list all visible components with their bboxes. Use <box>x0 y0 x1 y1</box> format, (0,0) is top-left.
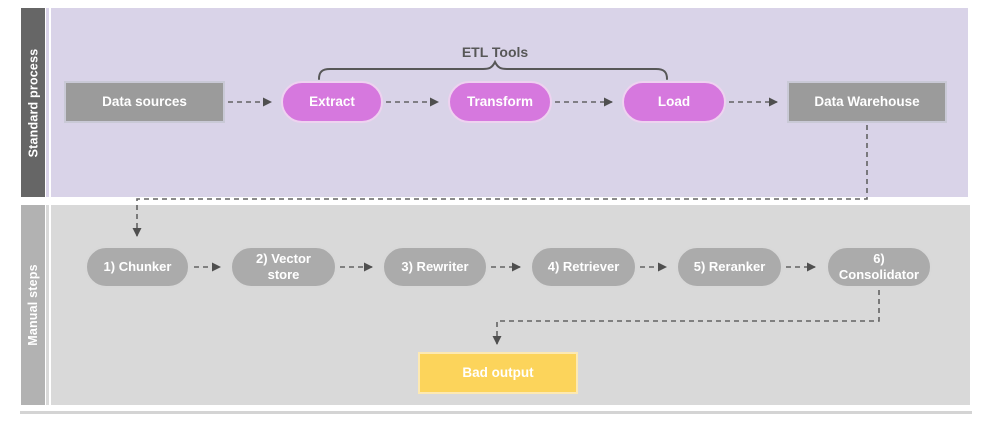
node-reranker: 5) Reranker <box>676 246 783 288</box>
node-rewriter: 3) Rewriter <box>382 246 488 288</box>
node-data-warehouse: Data Warehouse <box>787 81 947 123</box>
etl-tools-label: ETL Tools <box>461 44 529 60</box>
lane-label-standard-process: Standard process <box>21 8 45 197</box>
lane-strip-standard-process <box>46 8 49 197</box>
node-retriever: 4) Retriever <box>530 246 637 288</box>
lane-label-manual-steps: Manual steps <box>21 205 45 405</box>
node-data-sources: Data sources <box>64 81 225 123</box>
node-chunker: 1) Chunker <box>85 246 190 288</box>
node-transform: Transform <box>448 81 552 123</box>
node-load: Load <box>622 81 726 123</box>
lane-label-manual-steps-text: Manual steps <box>26 264 40 346</box>
node-consolidator: 6) Consolidator <box>826 246 932 288</box>
bottom-separator-line <box>20 411 972 414</box>
node-extract: Extract <box>281 81 383 123</box>
lane-strip-manual-steps <box>46 205 49 405</box>
node-vector-store: 2) Vector store <box>230 246 337 288</box>
lane-label-standard-process-text: Standard process <box>26 48 41 157</box>
node-bad-output: Bad output <box>418 352 578 394</box>
